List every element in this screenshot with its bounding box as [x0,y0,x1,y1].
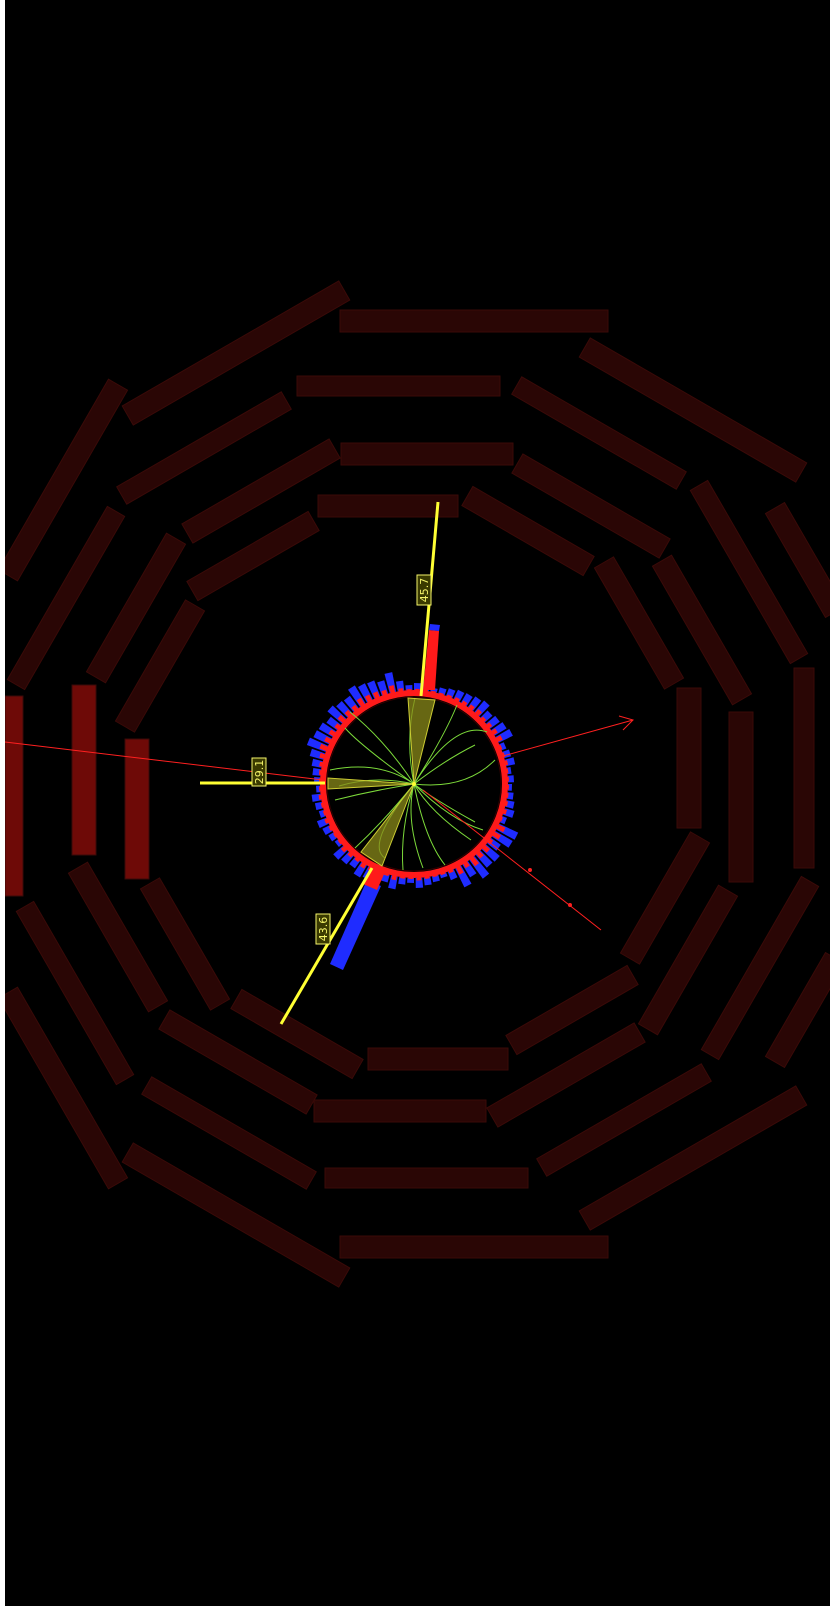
jet-pt-label: 43.6 [317,917,330,942]
muon-chamber [764,951,830,1069]
jet-pt-label: 29.1 [253,760,266,785]
muon-track-lower [422,789,602,931]
muon-chambers [5,280,830,1288]
muon-chamber [578,1085,808,1231]
muon-hit [528,868,532,872]
muon-chamber [85,532,187,684]
muon-chamber [578,337,808,483]
muon-chamber [461,485,595,577]
primary-vertex [412,782,416,786]
muon-chamber [230,988,364,1080]
track [413,729,488,785]
track [413,783,446,866]
jet-cone-3 [360,783,415,867]
muon-track-right [502,719,634,757]
muon-chamber [728,711,754,883]
hcal-tower [506,792,514,800]
muon-chamber [5,986,129,1190]
muon-chamber [593,556,685,690]
muon-tracks [5,715,634,931]
jet-label-box [416,574,432,606]
hcal-deposit-jet3 [330,880,381,970]
track [334,783,415,801]
large-deposits [330,624,440,970]
muon-chamber [511,376,687,490]
jet-label-box [315,913,331,945]
muon-chamber [700,875,820,1061]
hcal-tower [414,683,421,691]
muon-chamber [15,900,135,1086]
muon-chamber [5,695,24,897]
muon-chamber [186,510,320,602]
muon-chamber [505,964,639,1056]
muon-chamber [116,391,292,505]
track [413,783,476,823]
muon-chamber [339,309,609,333]
muon-track-left [5,741,324,781]
track [413,783,484,831]
track [410,783,424,869]
jet-axis-3 [279,867,374,1025]
muon-chamber [486,1022,646,1128]
track [349,711,415,785]
muon-chamber [313,1099,487,1123]
muon-chamber [511,453,671,559]
muon-chamber [67,861,169,1013]
muon-chamber [6,505,126,691]
muon-chamber [651,554,753,706]
muon-chamber [793,667,815,869]
jet-label-box [251,757,267,787]
track [413,759,496,786]
muon-chamber [324,1167,529,1189]
muon-arrowhead [618,715,634,731]
muon-chamber [139,877,231,1011]
muon-chamber [619,831,711,965]
track [413,783,472,841]
jet-label-2: 29.1 [251,757,267,787]
hcal-tower [407,877,414,883]
muon-chamber [158,1009,318,1115]
muon-chamber [296,375,501,397]
muon-chamber [121,280,351,426]
jet-cone-1 [407,697,436,785]
hcal-tower [398,876,406,885]
muon-chamber [340,442,514,466]
muon-chamber [676,687,702,829]
muon-chamber [367,1047,509,1071]
muon-chamber [181,438,341,544]
muon-chamber [121,1142,351,1288]
muon-chamber [764,501,830,619]
muon-chamber [5,378,129,582]
jet-cones [327,697,436,867]
muon-chamber [124,738,150,880]
jet-label-3: 43.6 [315,913,331,945]
muon-chamber [317,494,459,518]
track [413,704,458,785]
muon-chamber [114,599,206,733]
track [413,744,476,785]
track [401,783,415,871]
jet-pt-label: 45.7 [418,578,431,603]
muon-chamber [536,1063,712,1177]
muon-chamber [689,479,809,665]
muon-chamber [339,1235,609,1259]
muon-chamber [71,684,97,856]
muon-hit [568,903,572,907]
event-display: 45.7 29.1 43.6 [5,0,830,1606]
track [344,727,415,785]
hcal-tower [334,839,342,847]
hcal-deposit-jet1-cap [429,624,440,631]
jet-label-1: 45.7 [416,574,432,606]
muon-chamber [637,884,739,1036]
muon-chamber [141,1076,317,1190]
jet-cone-2 [327,777,415,790]
ecal-deposit-jet1 [423,630,439,690]
hcal-tower [507,775,514,783]
